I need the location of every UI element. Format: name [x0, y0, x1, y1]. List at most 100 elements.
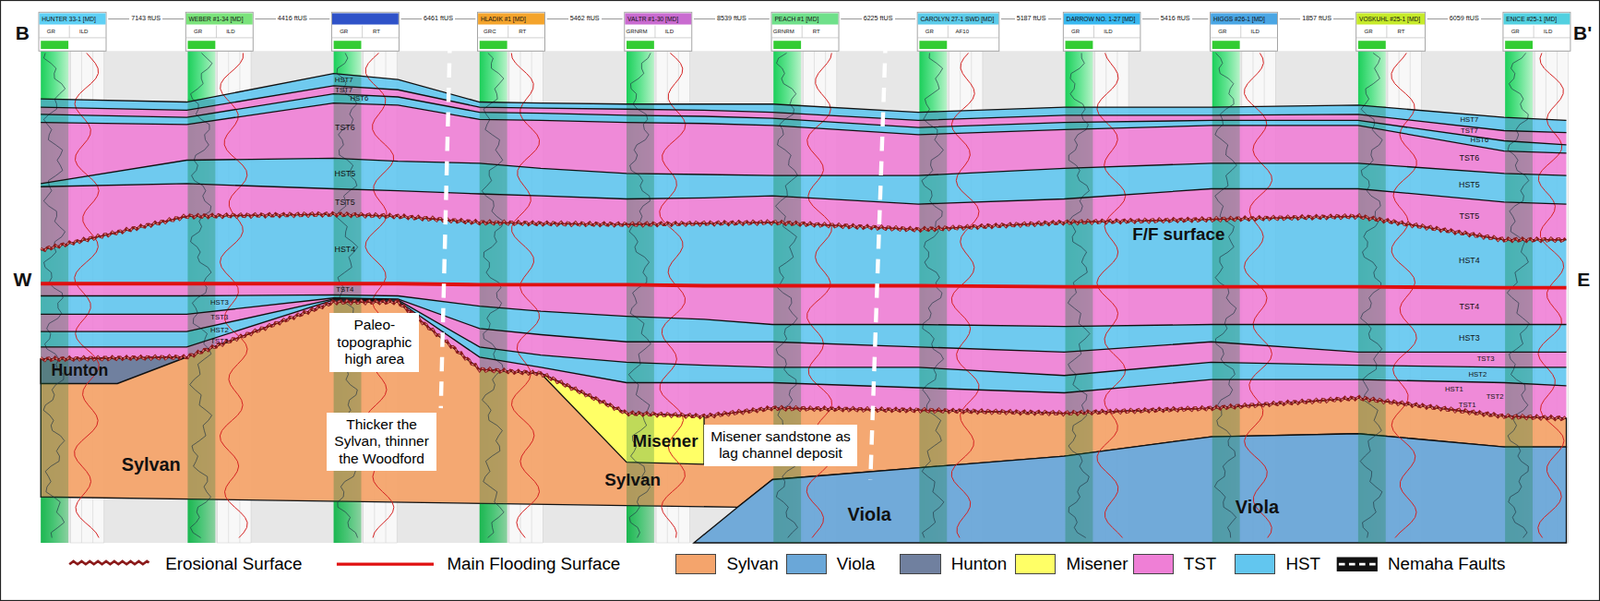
header-rule: [771, 36, 839, 38]
well-name-bar: [186, 12, 253, 24]
header-rule: [1240, 25, 1242, 38]
color-fill-tab: [1358, 40, 1386, 49]
section-label: GRNRM: [773, 28, 795, 35]
section-label: TST4: [1459, 301, 1481, 311]
resistivity-curve: [1538, 52, 1565, 538]
header-rule: [1356, 36, 1426, 38]
section-label: RT: [372, 28, 381, 35]
sequence-boundary: [40, 183, 1566, 204]
gr-overlay: [479, 102, 508, 543]
header-rule: [624, 36, 693, 38]
well-header: [917, 11, 1000, 51]
color-fill-tab: [773, 40, 801, 49]
gr-overlay: [773, 105, 801, 543]
header-rule: [185, 36, 253, 38]
header-rule: [361, 25, 363, 38]
section-label: ILD: [79, 28, 88, 35]
header-rule: [38, 36, 107, 38]
section-label: 5462 ftUS: [568, 15, 602, 23]
well-name-bar: [1210, 12, 1278, 24]
section-label: 1857 ftUS: [1300, 15, 1334, 23]
section-label: GR: [193, 28, 203, 35]
section-label: HST5: [1458, 180, 1481, 190]
header-rule: [477, 36, 546, 38]
section-label: HST3: [1458, 333, 1481, 342]
legend-swatch: [1014, 553, 1056, 574]
gr-overlay: [40, 99, 69, 543]
section-label: GR: [1363, 28, 1373, 35]
section-label: TST3: [210, 313, 228, 322]
section-label: TST2: [1486, 393, 1505, 401]
erosional-surface: [40, 299, 1565, 419]
well-name-bar: [1356, 12, 1425, 24]
callout-box: Misener sandstone as lag channel deposit: [704, 424, 858, 466]
resistivity-curve: [1097, 52, 1126, 538]
header-rule: [331, 36, 399, 38]
section-label: Misener: [632, 431, 699, 450]
well-name-bar: [1503, 12, 1570, 24]
header-rule: [1533, 25, 1535, 38]
legend-text: Sylvan: [726, 555, 778, 574]
callout-text: Paleo- topographic high area: [336, 316, 412, 367]
well-header: [1062, 11, 1141, 51]
gr-overlay: [334, 74, 362, 543]
legend-text: TST: [1183, 555, 1217, 574]
section-label: 6461 ftUS: [421, 15, 455, 23]
section-label: TST5: [334, 197, 356, 206]
section-label: TST5: [1459, 212, 1481, 221]
legend-text: Hunton: [951, 555, 1008, 574]
legend-text: HST: [1285, 555, 1321, 574]
legend-swatch: [899, 553, 941, 574]
section-label: GR: [339, 28, 348, 35]
section-label: Hunton: [50, 362, 108, 380]
section-label: Sylvan: [604, 470, 661, 489]
nemaha-fault: [870, 38, 886, 479]
gamma-curve: [1360, 52, 1383, 538]
section-label: HST7: [1460, 117, 1480, 125]
color-fill-tab: [626, 40, 655, 49]
gr-track: [919, 50, 947, 543]
section-label: 5187 ftUS: [1014, 15, 1049, 23]
section-label: HST6: [1470, 136, 1490, 144]
legend-text: Erosional Surface: [165, 555, 302, 574]
strata: [40, 73, 1566, 543]
section-label: HST2: [1468, 370, 1487, 379]
header-rule: [1210, 36, 1278, 38]
section-label: 6225 ftUS: [861, 15, 896, 23]
gr-track: [773, 50, 801, 543]
resistivity-curve: [659, 52, 686, 538]
gr-track: [1212, 50, 1241, 543]
well-name-bar: [332, 12, 399, 24]
header-rule: [801, 25, 803, 38]
section-label: W: [12, 268, 32, 288]
well-name-bar: [39, 12, 107, 24]
section-label: GRNRM: [626, 28, 648, 35]
well-header: [185, 11, 253, 51]
well-columns: [40, 50, 1568, 543]
sequence-boundary: [40, 298, 1566, 376]
nemaha-fault: [441, 38, 451, 408]
legend-swatch: [1234, 553, 1276, 574]
header-rule: [947, 25, 949, 38]
section-label: HIGGS #26-1 [MD]: [1213, 15, 1266, 23]
gr-overlay: [919, 111, 947, 543]
legend-swatch: [786, 553, 827, 574]
section-label: B: [15, 23, 30, 43]
panel-ground: [40, 50, 1566, 543]
callout-text: Misener sandstone as lag channel deposit: [710, 428, 851, 462]
section-label: RT: [1397, 28, 1405, 35]
section-label: ILD: [665, 28, 674, 35]
legend-text: Nemaha Faults: [1387, 555, 1505, 574]
well-header: [1356, 11, 1426, 51]
header-rule: [654, 25, 656, 38]
section-label: ILD: [1250, 28, 1259, 35]
sequence-boundary: [40, 294, 1566, 326]
section-label: TST3: [1477, 355, 1495, 363]
section-label: GR: [1217, 28, 1227, 35]
erosional-surface-hatch: [40, 212, 1565, 251]
gamma-curve: [628, 52, 651, 538]
flooding-sample: [336, 562, 434, 566]
well-header: [1210, 11, 1278, 51]
sequence-boundary: [40, 94, 1566, 145]
